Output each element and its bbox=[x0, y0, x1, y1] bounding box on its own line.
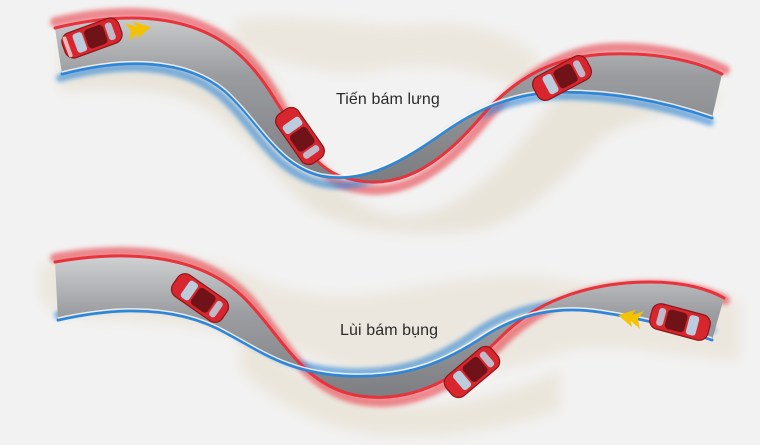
arrow-right-icon bbox=[125, 21, 151, 41]
reverse-label: Lùi bám bụng bbox=[340, 322, 439, 339]
reverse-diagram bbox=[40, 246, 740, 437]
road-top bbox=[55, 18, 722, 183]
car-icon bbox=[61, 17, 123, 59]
arrow-left-icon bbox=[618, 309, 644, 329]
car-icon bbox=[531, 55, 593, 101]
outer-edge-top bbox=[50, 8, 730, 195]
car-icon bbox=[649, 303, 711, 341]
forward-label: Tiến bám lưng bbox=[336, 91, 440, 108]
car-icon bbox=[443, 345, 501, 399]
road-bottom bbox=[55, 255, 724, 398]
forward-diagram bbox=[50, 8, 730, 234]
car-icon bbox=[275, 106, 325, 166]
car-icon bbox=[170, 273, 230, 323]
